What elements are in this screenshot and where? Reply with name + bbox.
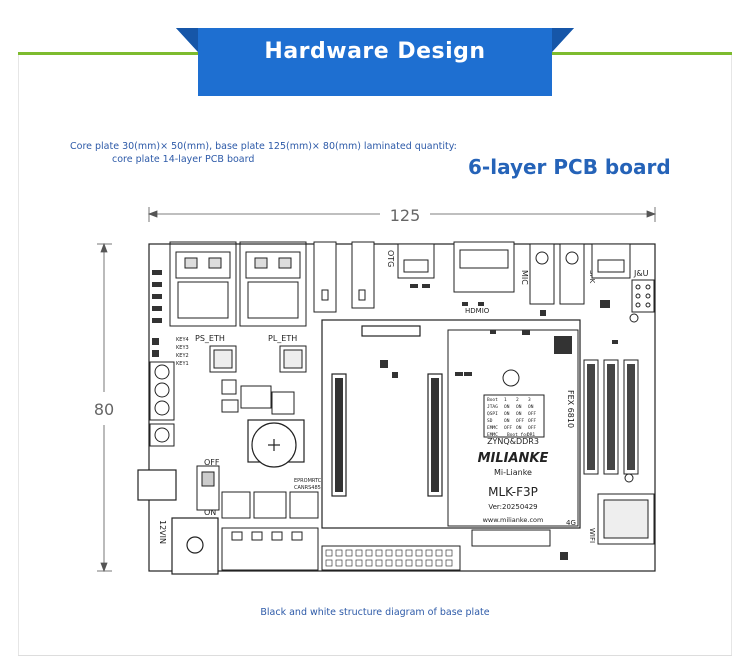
uart-label: J&U [633, 269, 649, 278]
usb-port-small-1 [313, 241, 375, 313]
width-dim-label: 125 [390, 206, 421, 225]
boot-cell-0-2: 2 [516, 397, 519, 403]
boot-cell-4-1: OFF [504, 425, 512, 431]
core-version: Ver:20250429 [488, 503, 537, 511]
pcb-layer-title: 6-layer PCB board [468, 155, 671, 179]
ethernet-jack-pl [239, 241, 307, 327]
boot-cell-3-0: SD [487, 418, 493, 424]
boot-cell-2-2: ON [516, 411, 522, 417]
bottom-pin-header-pins [325, 549, 453, 567]
key-button-circles [149, 361, 175, 447]
hdmi-out-port [453, 241, 515, 293]
boot-cell-2-0: QSPI [487, 411, 498, 417]
terminal-blocks [221, 491, 319, 571]
boot-cell-2-1: ON [504, 411, 510, 417]
on-label: ON [204, 508, 216, 517]
core-model: MLK-F3P [488, 485, 538, 499]
core-brand: MILIANKE [478, 451, 549, 466]
left-edge-components [152, 270, 162, 357]
boot-cell-0-3: 3 [528, 397, 531, 403]
core-connector-pins [335, 378, 439, 492]
key-label-2: KEY2 [176, 353, 189, 359]
boot-cell-4-2: ON [516, 425, 522, 431]
key-label-4: KEY4 [176, 337, 189, 343]
height-dim-label: 80 [94, 400, 114, 419]
boot-cell-1-3: ON [528, 404, 534, 410]
frame-border-bottom [18, 655, 732, 656]
core-brand-cn2: Mi-Lianke [494, 468, 532, 477]
ps-eth-label: PS_ETH [195, 334, 225, 343]
boot-cell-3-2: OFF [516, 418, 524, 424]
jtag-header [631, 279, 655, 313]
rtc-battery [247, 419, 305, 468]
boot-cell-4-3: OFF [528, 425, 536, 431]
boot-table: Boot 1 2 3 JTAG ON ON ON QSPI ON ON OFF … [487, 397, 536, 438]
wifi-label: WIFI [588, 528, 596, 543]
fex-label: FEX 6810 [566, 390, 575, 428]
page-title: Hardware Design [264, 39, 486, 64]
core-label-plate [447, 329, 579, 527]
boot-cell-3-1: ON [504, 418, 510, 424]
frame-border-left [18, 55, 19, 655]
key-buttons: KEY4 KEY3 KEY2 KEY1 [176, 337, 189, 367]
width-dimension [147, 207, 657, 222]
ethernet-jack-ps [169, 241, 237, 327]
boot-cell-2-3: OFF [528, 411, 536, 417]
boot-cell-5-0: EMMC [487, 432, 498, 438]
core-plate-note: Core plate 30(mm)× 50(mm), base plate 12… [70, 140, 490, 166]
off-label: OFF [204, 458, 220, 467]
core-plate-line2: core plate 14-layer PCB board [112, 154, 255, 165]
boot-cell-0-1: 1 [504, 397, 507, 403]
height-dimension [97, 242, 112, 573]
wifi-module [597, 493, 655, 545]
power-label: 12VIN [158, 520, 167, 544]
otg-label: OTG [386, 250, 395, 267]
boot-cell-1-2: ON [516, 404, 522, 410]
gpio-header-pins [587, 364, 635, 470]
can-label: CANRS485 [294, 485, 321, 491]
diagram-caption: Black and white structure diagram of bas… [260, 607, 490, 618]
key-label-1: KEY1 [176, 361, 189, 367]
boot-cell-1-1: ON [504, 404, 510, 410]
pl-phy-chip [279, 345, 307, 373]
misc-smd-components [380, 284, 618, 560]
boot-cell-4-0: EMMC [487, 425, 498, 431]
key-label-3: KEY3 [176, 345, 189, 351]
boot-cell-5-2: DR1 [527, 432, 535, 438]
title-banner [176, 28, 574, 96]
core-url: www.milianke.com [483, 516, 544, 524]
core-brand-cn: ZYNQ&DDR3 [487, 437, 539, 446]
usb-port-otg [397, 243, 435, 279]
boot-cell-1-0: JTAG [487, 404, 498, 410]
hdmio-label: HDMIO [465, 307, 490, 315]
ps-phy-chip [209, 345, 237, 373]
pl-eth-label: PL_ETH [268, 334, 297, 343]
usb-port-uart [591, 243, 631, 279]
boot-cell-0-0: Boot [487, 397, 498, 403]
audio-jacks [529, 243, 585, 305]
mic-label: MIC [520, 270, 529, 285]
four-g-label: 4G [566, 519, 576, 527]
center-left-ics [221, 379, 295, 415]
frame-border-right [731, 55, 732, 655]
power-switch [196, 465, 220, 511]
eeprom-label: EPROMRTC [294, 478, 322, 484]
boot-cell-3-3: OFF [528, 418, 536, 424]
core-plate-line1: Core plate 30(mm)× 50(mm), base plate 12… [70, 141, 457, 152]
dc-jack [137, 469, 219, 575]
mount-holes [624, 313, 639, 483]
boot-cell-5-1: Boot for [507, 432, 529, 438]
